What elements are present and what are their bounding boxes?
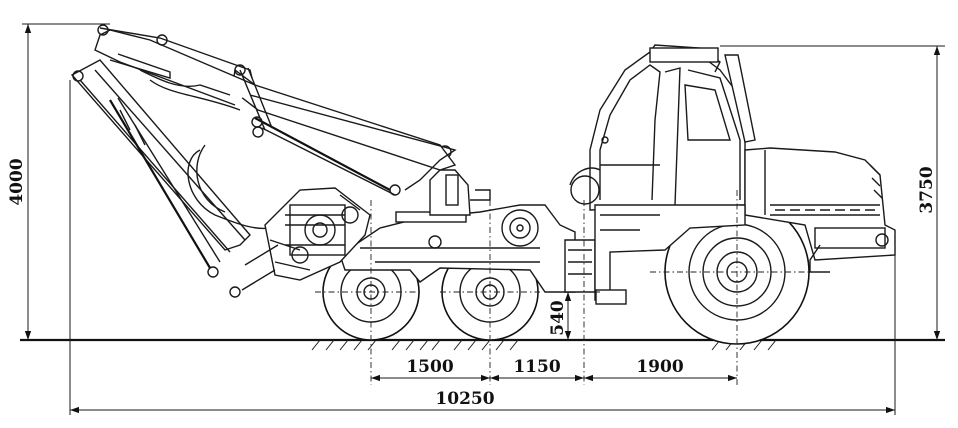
joint-to-rear-label: 1900: [636, 357, 683, 377]
overall-length-label: 10250: [435, 389, 494, 409]
engine-hood: [744, 147, 896, 273]
cab: [569, 44, 756, 211]
dim-overall-height: 4000: [7, 23, 110, 340]
axis-lines: [315, 190, 820, 385]
dim-ground-clearance: 540: [548, 291, 600, 340]
crane-boom: [70, 24, 457, 298]
overall-height-label: 4000: [7, 158, 27, 205]
ground-line: [20, 338, 945, 351]
axle-spacing-label: 1500: [406, 357, 453, 377]
ground-clearance-label: 540: [548, 300, 568, 336]
harvester-head: [241, 187, 371, 291]
rear-frame: [594, 204, 746, 305]
bogie-to-joint-label: 1150: [513, 357, 560, 377]
dim-overall-length: 10250: [69, 80, 896, 415]
cab-height-label: 3750: [917, 166, 937, 213]
dim-cab-height: 3750: [720, 45, 945, 340]
dim-wheelbase: 1500 1150 1900: [371, 357, 737, 382]
